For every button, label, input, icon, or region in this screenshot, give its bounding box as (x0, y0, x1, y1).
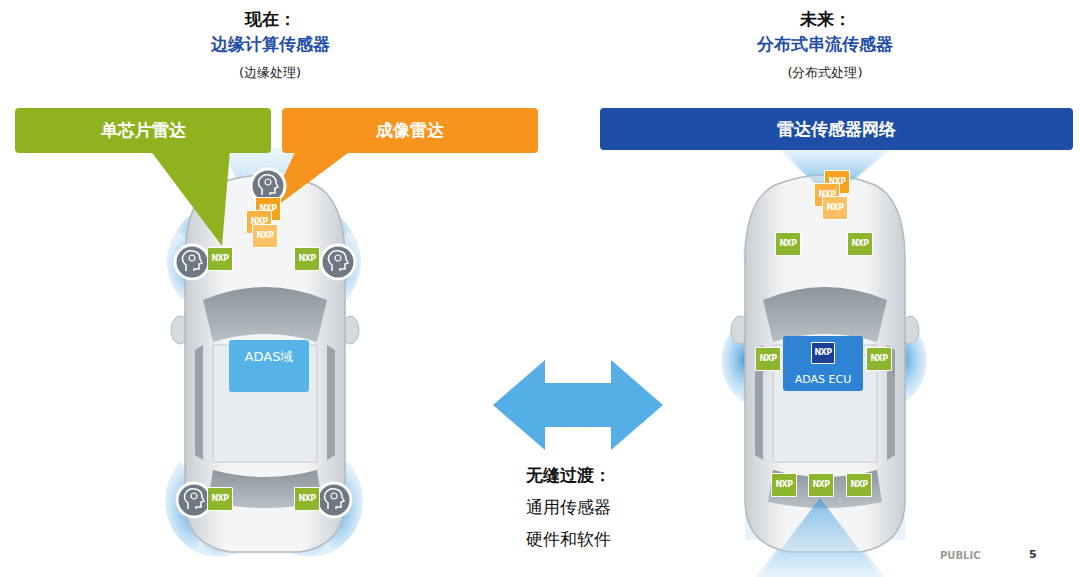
classification: PUBLIC (940, 550, 981, 561)
domain-box: ADAS域 (229, 340, 309, 392)
logo-text: NXP (256, 232, 273, 240)
processor-icon (321, 245, 355, 279)
processor-icon (317, 483, 351, 517)
heading: 现在： (245, 8, 296, 31)
chip-logo: NXP (252, 224, 278, 248)
network-band: 雷达传感器网络 (600, 108, 1073, 150)
logo-text: NXP (851, 240, 868, 248)
logo-text: NXP (826, 204, 843, 212)
chip-logo: NXP (847, 232, 873, 256)
heading: 边缘计算传感器 (211, 33, 330, 56)
processor-icon (175, 245, 209, 279)
ecu-box: ADAS ECU NXP (783, 336, 863, 391)
logo-text: NXP (870, 355, 887, 363)
logo-text: NXP (211, 495, 228, 503)
car-body (171, 175, 359, 552)
subheading: (边缘处理) (239, 64, 301, 82)
chip-logo: NXP (294, 487, 320, 511)
subheading: (分布式处理) (787, 64, 862, 82)
double-arrow (493, 360, 663, 450)
node-label: ADAS域 (245, 348, 294, 366)
logo-text: NXP (814, 349, 831, 357)
node-label: 雷达传感器网络 (777, 118, 896, 141)
callout-box: 成像雷达 (282, 108, 538, 153)
node-label: 成像雷达 (376, 119, 444, 142)
note: 硬件和软件 (526, 528, 611, 551)
logo-text: NXP (298, 255, 315, 263)
heading: 分布式串流传感器 (757, 33, 893, 56)
chip-logo: NXP (811, 342, 835, 364)
node-label: 单芯片雷达 (101, 119, 186, 142)
chip-logo: NXP (846, 473, 872, 497)
logo-text: NXP (850, 481, 867, 489)
logo-text: NXP (812, 481, 829, 489)
logo-text: NXP (775, 481, 792, 489)
note: 无缝过渡： (526, 464, 611, 487)
chip-logo: NXP (822, 196, 848, 220)
logo-text: NXP (298, 495, 315, 503)
node-label: ADAS ECU (795, 373, 852, 386)
chip-logo: NXP (808, 473, 834, 497)
note: 通用传感器 (526, 496, 611, 519)
chip-logo: NXP (294, 247, 320, 271)
callout-tail (150, 150, 230, 246)
logo-text: NXP (759, 355, 776, 363)
chip-logo: NXP (771, 473, 797, 497)
callout-box: 单芯片雷达 (15, 108, 271, 153)
chip-logo: NXP (207, 487, 233, 511)
page-number: 5 (1029, 548, 1037, 561)
chip-logo: NXP (866, 347, 892, 371)
chip-logo: NXP (207, 247, 233, 271)
processor-icon (177, 483, 211, 517)
chip-logo: NXP (755, 347, 781, 371)
chip-logo: NXP (775, 232, 801, 256)
logo-text: NXP (211, 255, 228, 263)
heading: 未来： (800, 8, 851, 31)
car-body (731, 175, 919, 552)
logo-text: NXP (779, 240, 796, 248)
